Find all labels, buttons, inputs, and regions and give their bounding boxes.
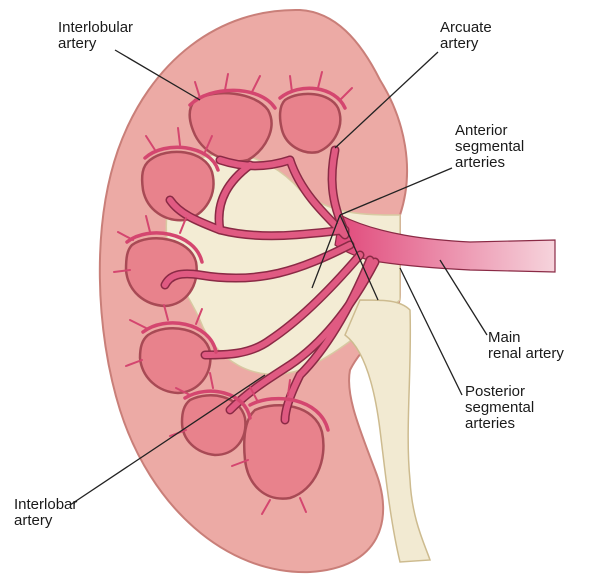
label-anterior-line3: arteries <box>455 155 524 171</box>
label-interlobular-artery: Interlobular artery <box>58 20 133 52</box>
label-interlobar-line1: Interlobar <box>14 497 77 513</box>
label-posterior-line3: arteries <box>465 416 534 432</box>
label-main-renal-artery: Main renal artery <box>488 330 564 362</box>
label-posterior-line1: Posterior <box>465 384 534 400</box>
label-posterior-segmental-arteries: Posterior segmental arteries <box>465 384 534 432</box>
label-interlobular-line1: Interlobular <box>58 20 133 36</box>
label-posterior-line2: segmental <box>465 400 534 416</box>
label-arcuate-line1: Arcuate <box>440 20 492 36</box>
label-arcuate-line2: artery <box>440 36 492 52</box>
label-anterior-line2: segmental <box>455 139 524 155</box>
label-anterior-line1: Anterior <box>455 123 524 139</box>
label-interlobar-line2: artery <box>14 513 77 529</box>
label-main-line1: Main <box>488 330 564 346</box>
label-arcuate-artery: Arcuate artery <box>440 20 492 52</box>
label-anterior-segmental-arteries: Anterior segmental arteries <box>455 123 524 171</box>
label-interlobar-artery: Interlobar artery <box>14 497 77 529</box>
label-main-line2: renal artery <box>488 346 564 362</box>
label-interlobular-line2: artery <box>58 36 133 52</box>
